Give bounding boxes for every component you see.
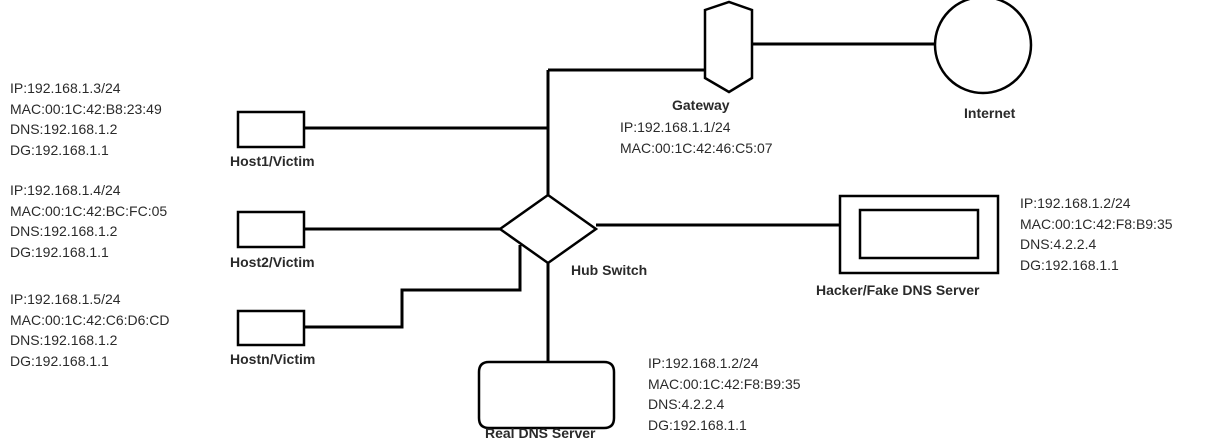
- hostn-computer-icon: [236, 309, 306, 347]
- real-dns-label: Real DNS Server: [485, 425, 596, 441]
- host2-computer-icon: [236, 210, 306, 249]
- host2-label: Host2/Victim: [230, 254, 315, 270]
- internet-cloud-icon: [933, 0, 1033, 95]
- host1-computer-icon: [236, 110, 306, 149]
- hacker-mac: MAC:00:1C:42:F8:B9:35: [1020, 215, 1173, 232]
- host2-dg: DG:192.168.1.1: [10, 243, 109, 260]
- hostn-label: Hostn/Victim: [230, 351, 316, 367]
- real-dns-mac: MAC:00:1C:42:F8:B9:35: [648, 375, 801, 392]
- link-hostn-hub: [304, 245, 522, 329]
- host1-ip: IP:192.168.1.3/24: [10, 80, 121, 96]
- hacker-label: Hacker/Fake DNS Server: [816, 282, 980, 298]
- hacker-server-screen-icon: [858, 208, 980, 260]
- host1-mac: MAC:00:1C:42:B8:23:49: [10, 100, 162, 117]
- hacker-dns: DNS:4.2.2.4: [1020, 236, 1097, 252]
- host2-ip: IP:192.168.1.4/24: [10, 182, 121, 198]
- hostn-mac: MAC:00:1C:42:C6:D6:CD: [10, 311, 170, 328]
- hostn-info: IP:192.168.1.5/24 MAC:00:1C:42:C6:D6:CD …: [10, 289, 170, 371]
- hacker-ip: IP:192.168.1.2/24: [1020, 195, 1131, 211]
- gateway-router-icon: [703, 0, 754, 94]
- hostn-dg: DG:192.168.1.1: [10, 352, 109, 369]
- gateway-mac: MAC:00:1C:42:46:C5:07: [620, 139, 773, 156]
- real-dns-dns: DNS:4.2.2.4: [648, 396, 725, 412]
- gateway-info: IP:192.168.1.1/24 MAC:00:1C:42:46:C5:07: [620, 117, 773, 158]
- host2-info: IP:192.168.1.4/24 MAC:00:1C:42:BC:FC:05 …: [10, 180, 167, 262]
- host2-dns: DNS:192.168.1.2: [10, 223, 118, 239]
- real-dns-server-icon: [477, 360, 616, 430]
- host1-dg: DG:192.168.1.1: [10, 141, 109, 158]
- host2-mac: MAC:00:1C:42:BC:FC:05: [10, 202, 168, 219]
- hacker-dg: DG:192.168.1.1: [1020, 256, 1119, 273]
- real-dns-info: IP:192.168.1.2/24 MAC:00:1C:42:F8:B9:35 …: [648, 353, 801, 435]
- host1-dns: DNS:192.168.1.2: [10, 121, 118, 137]
- gateway-label: Gateway: [672, 97, 730, 113]
- host1-info: IP:192.168.1.3/24 MAC:00:1C:42:B8:23:49 …: [10, 78, 162, 160]
- hostn-dns: DNS:192.168.1.2: [10, 332, 118, 348]
- hacker-info: IP:192.168.1.2/24 MAC:00:1C:42:F8:B9:35 …: [1020, 193, 1173, 275]
- hostn-ip: IP:192.168.1.5/24: [10, 291, 121, 307]
- host1-label: Host1/Victim: [230, 153, 315, 169]
- hub-switch-icon: [497, 193, 599, 265]
- real-dns-dg: DG:192.168.1.1: [648, 416, 747, 433]
- real-dns-ip: IP:192.168.1.2/24: [648, 355, 759, 371]
- gateway-ip: IP:192.168.1.1/24: [620, 119, 731, 135]
- internet-label: Internet: [964, 105, 1016, 121]
- hub-switch-label: Hub Switch: [571, 262, 648, 278]
